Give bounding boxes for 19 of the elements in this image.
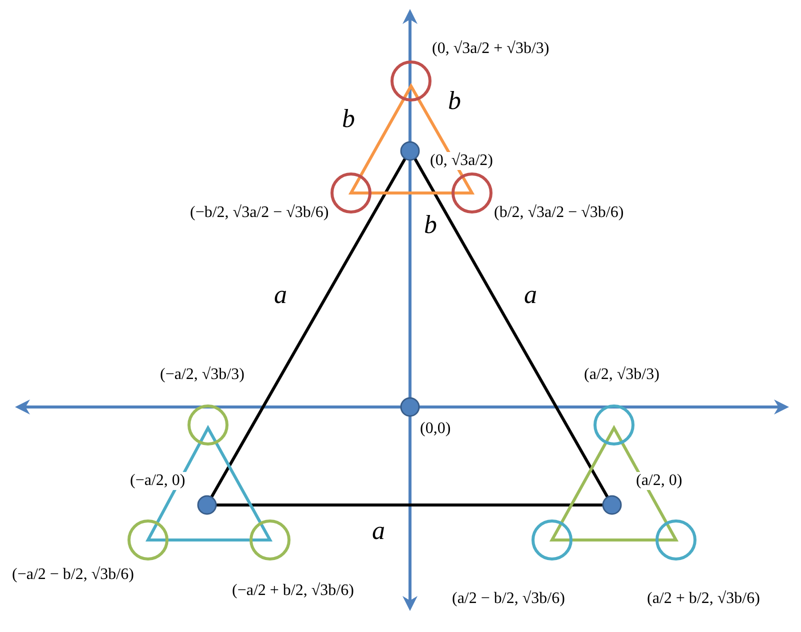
side-length-label: a [273, 280, 288, 310]
coordinate-label: (−b/2, √3a/2 − √3b/6) [188, 204, 331, 222]
side-length-label: b [423, 210, 438, 240]
coordinate-label: (b/2, √3a/2 − √3b/6) [492, 204, 626, 222]
coordinate-label: (0,0) [418, 420, 453, 438]
coordinate-label: (0, √3a/2) [428, 152, 495, 170]
coordinate-label: (−a/2 + b/2, √3b/6) [230, 582, 356, 600]
side-length-label: a [523, 280, 538, 310]
coordinate-label: (−a/2, √3b/3) [158, 366, 246, 384]
coordinate-label: (a/2 − b/2, √3b/6) [450, 590, 567, 608]
coordinate-label: (a/2, √3b/3) [582, 366, 662, 384]
coordinate-label: (a/2 + b/2, √3b/6) [645, 590, 762, 608]
coordinate-label: (a/2, 0) [634, 472, 684, 490]
side-length-label: b [447, 86, 462, 116]
side-length-label: a [371, 516, 386, 546]
side-length-label: b [341, 104, 356, 134]
coordinate-label: (−a/2, 0) [128, 472, 188, 490]
coordinate-label: (0, √3a/2 + √3b/3) [430, 40, 552, 58]
coordinate-label: (−a/2 − b/2, √3b/6) [10, 566, 136, 584]
